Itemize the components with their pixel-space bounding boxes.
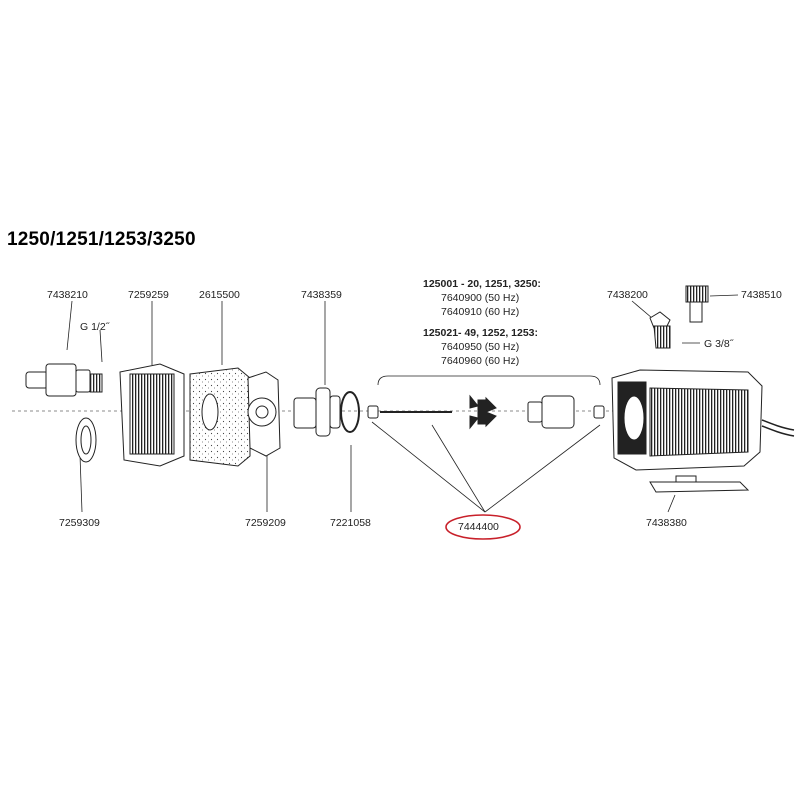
shaft-set-7444400 bbox=[367, 394, 605, 430]
motor-group1-line1: 7640900 (50 Hz) bbox=[441, 292, 520, 304]
outlet-nozzle-7438210 bbox=[25, 363, 103, 397]
part-label-7259209: 7259209 bbox=[245, 517, 286, 529]
motor-group2-header: 125021- 49, 1252, 1253: bbox=[423, 327, 539, 339]
part-label-7438380: 7438380 bbox=[646, 517, 687, 529]
part-label-2615500: 2615500 bbox=[199, 289, 240, 301]
part-label-7438210: 7438210 bbox=[47, 289, 88, 301]
o-ring-7221058 bbox=[340, 391, 360, 433]
thread-label-g38: G 3/8˝ bbox=[704, 338, 734, 350]
part-label-7438510: 7438510 bbox=[741, 289, 782, 301]
motor-group2-line2: 7640960 (60 Hz) bbox=[441, 355, 520, 367]
connector-7438200 bbox=[649, 311, 671, 349]
cap-7259309 bbox=[75, 417, 97, 463]
part-label-7221058: 7221058 bbox=[330, 517, 371, 529]
part-label-7444400: 7444400 bbox=[458, 521, 499, 533]
thread-label-g12: G 1/2˝ bbox=[80, 321, 110, 333]
diagram-title: 1250/1251/1253/3250 bbox=[7, 229, 196, 250]
part-label-7438359: 7438359 bbox=[301, 289, 342, 301]
motor-group1-line2: 7640910 (60 Hz) bbox=[441, 306, 520, 318]
highlight-ellipse-7444400 bbox=[445, 514, 521, 540]
mounting-plate-7438380 bbox=[649, 475, 750, 493]
motor-housing bbox=[611, 369, 795, 471]
cover-plate-7259209 bbox=[247, 371, 281, 457]
strainer-housing-7259259 bbox=[119, 363, 185, 467]
part-label-7259309: 7259309 bbox=[59, 517, 100, 529]
motor-group1-header: 125001 - 20, 1251, 3250: bbox=[423, 278, 541, 290]
motor-group2-line1: 7640950 (50 Hz) bbox=[441, 341, 520, 353]
impeller-rotor bbox=[469, 394, 497, 430]
part-label-7438200: 7438200 bbox=[607, 289, 648, 301]
impeller-chamber-7438359 bbox=[293, 387, 341, 437]
connector-7438510 bbox=[685, 285, 709, 323]
part-label-7259259: 7259259 bbox=[128, 289, 169, 301]
filter-foam-2615500 bbox=[189, 367, 251, 467]
